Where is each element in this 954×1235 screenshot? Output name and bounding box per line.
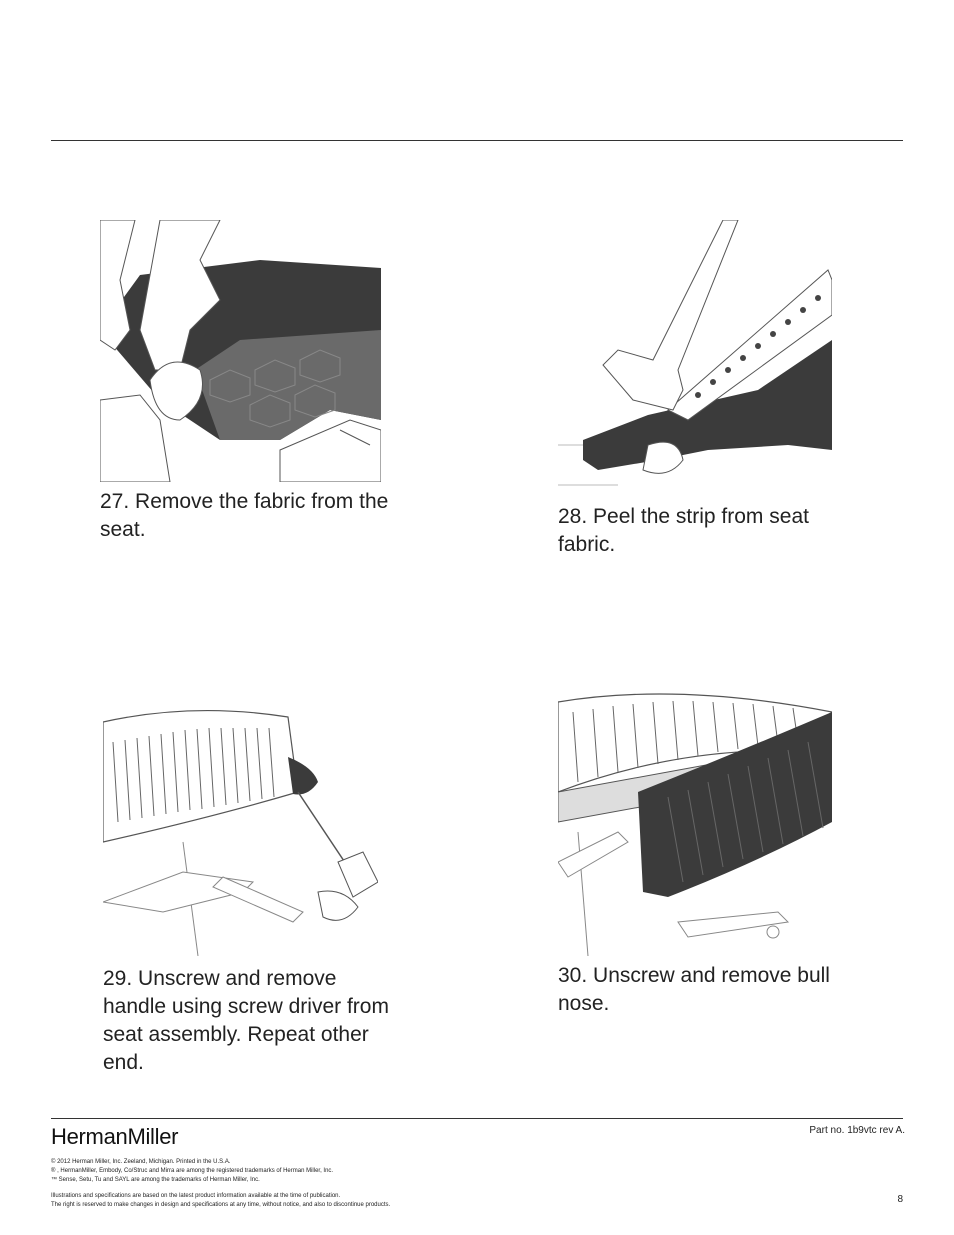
bull-nose-removal-drawing: [558, 693, 832, 956]
brand-logo: HermanMiller: [51, 1124, 179, 1149]
step-30-caption: 30. Unscrew and remove bull nose.: [558, 964, 830, 1015]
copyright-line: © 2012 Herman Miller, Inc. Zeeland, Mich…: [51, 1159, 231, 1165]
trademarks-line: ™ Sense, Setu, Tu and SAYL are among the…: [51, 1177, 260, 1183]
part-number: Part no. 1b9vtc rev A.: [809, 1125, 905, 1136]
disclaimer-line-2: The right is reserved to make changes in…: [51, 1202, 391, 1208]
step-27-illustration: [100, 220, 381, 482]
footer-divider: [51, 1118, 903, 1119]
registered-trademarks-line: ® , HermanMiller, Embody, Co/Struc and M…: [51, 1168, 334, 1174]
top-divider: [51, 140, 903, 141]
page-number: 8: [897, 1194, 903, 1205]
step-28-illustration: [558, 220, 832, 495]
seat-fabric-removal-drawing: [100, 220, 381, 482]
step-30-illustration: [558, 682, 832, 956]
step-28-caption: 28. Peel the strip from seat fabric.: [558, 505, 809, 556]
handle-unscrew-drawing: [103, 709, 378, 956]
disclaimer-line-1: Illustrations and specifications are bas…: [51, 1193, 341, 1199]
step-29-caption: 29. Unscrew and remove handle using scre…: [103, 967, 389, 1074]
strip-peel-drawing: [558, 220, 832, 486]
step-27-caption: 27. Remove the fabric from the seat.: [100, 490, 389, 541]
step-29-illustration: [103, 682, 378, 956]
